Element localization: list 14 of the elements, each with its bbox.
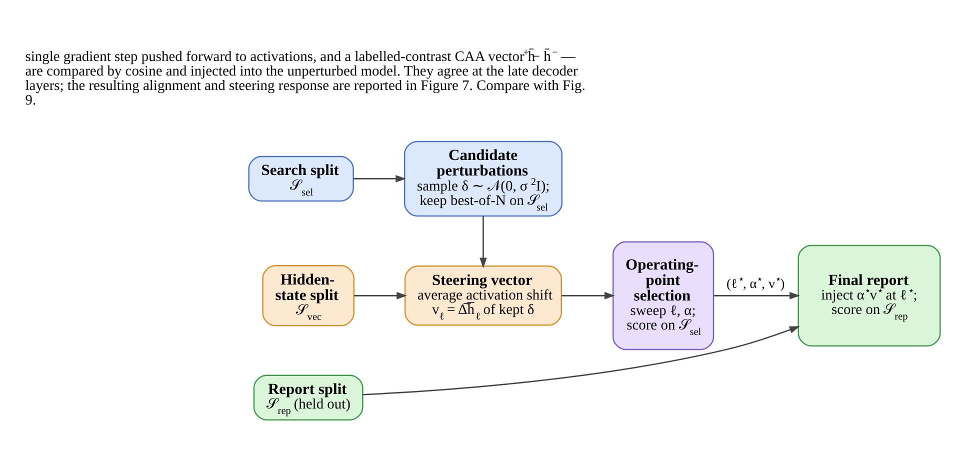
node-box: Candidate perturbations sample δ ∼ 𝒩(0, σ$^{2}$I); keep best-of-N on 𝒮$_{sel}$ — [404, 140, 562, 217]
node-box: Hidden-state split 𝒮$_{vec}$ — [262, 265, 354, 326]
arrow — [353, 175, 406, 182]
node-box: Final report inject α$^{⋆}$v$^{⋆}$ at ℓ$^{⋆}$; score on 𝒮$_{rep}$ — [798, 244, 941, 346]
edge-label: (ℓ$^{⋆}$, α$^{⋆}$, v$^{⋆}$) — [726, 274, 785, 291]
arrow — [480, 216, 487, 268]
node-box: Steering vector average activation shift v$_{ℓ}$ = Δ̅h̅$_{ℓ}$ of kept δ — [404, 266, 562, 326]
arrow — [354, 292, 408, 300]
arrow — [362, 326, 800, 396]
node-box: Search split 𝒮$_{sel}$ — [248, 156, 354, 202]
node-box: Report split 𝒮$_{rep}$ (held out) — [253, 374, 364, 420]
node-box: Operating-point selection sweep ℓ, α; score on 𝒮$_{sel}$ — [612, 241, 714, 350]
arrow — [714, 292, 800, 300]
arrow — [562, 292, 615, 300]
